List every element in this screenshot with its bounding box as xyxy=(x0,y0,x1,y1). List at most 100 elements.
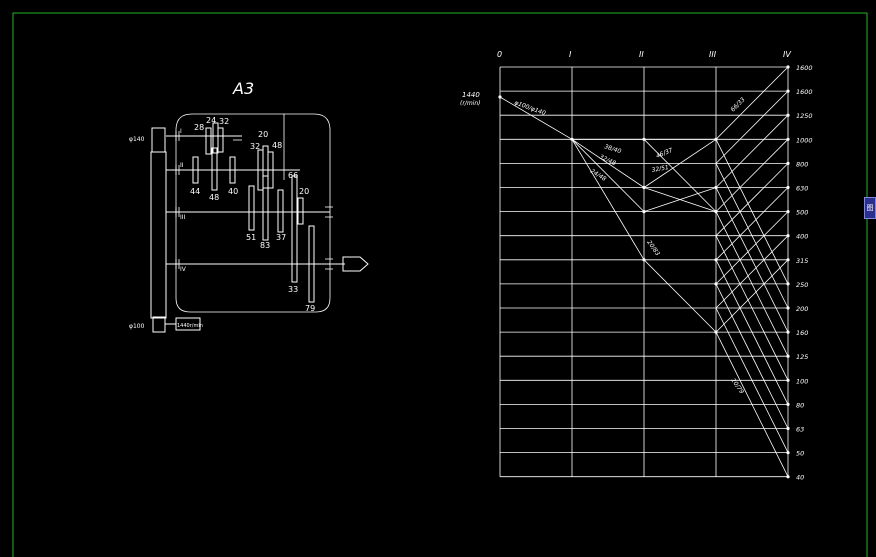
drawing-frame xyxy=(12,12,868,557)
svg-text:48: 48 xyxy=(209,193,219,202)
speed-node xyxy=(786,113,790,117)
sheet-title: A3 xyxy=(232,79,254,98)
svg-text:37: 37 xyxy=(276,233,286,242)
speed-value-labels: 1600160012501000800630500400315250200160… xyxy=(786,64,813,482)
shaft-axis-label: II xyxy=(639,50,644,59)
speed-node xyxy=(786,282,790,286)
speed-node xyxy=(786,402,790,406)
speed-node xyxy=(786,185,790,190)
belt-housing xyxy=(150,151,167,319)
svg-text:44: 44 xyxy=(190,187,200,196)
input-speed-label: 1440 xyxy=(462,91,480,99)
speed-node xyxy=(786,234,790,238)
speed-node xyxy=(786,306,790,310)
svg-text:32: 32 xyxy=(250,142,260,151)
svg-text:32: 32 xyxy=(219,117,229,126)
speed-value: 160 xyxy=(796,329,808,337)
gearbox-housing xyxy=(175,113,331,313)
side-panel-tab-label: 图 xyxy=(866,204,874,212)
transmission-line xyxy=(571,139,645,261)
transmission-line xyxy=(715,235,789,309)
spindle-nose xyxy=(342,256,369,272)
speed-grid xyxy=(499,66,789,478)
transmission-line xyxy=(715,114,789,188)
ratio-II-III-1: 46/37 xyxy=(655,147,674,160)
svg-text:51: 51 xyxy=(246,233,256,242)
transmission-line xyxy=(715,235,789,381)
bearings xyxy=(175,131,333,270)
speed-node xyxy=(786,354,790,358)
transmission-line xyxy=(715,283,789,429)
pulley-top xyxy=(151,127,166,153)
transmission-line xyxy=(643,187,717,212)
transmission-line xyxy=(499,96,573,140)
ratio-I-II-3: 24/48 xyxy=(589,168,608,183)
ratio-I-II-2: 32/48 xyxy=(598,153,617,167)
shaft-label-I: I xyxy=(180,128,182,135)
speed-node xyxy=(786,137,790,141)
pulley-bottom xyxy=(152,316,166,333)
speed-value: 1600 xyxy=(796,88,813,96)
speed-unit-label: (r/min) xyxy=(460,100,480,107)
transmission-line xyxy=(715,259,789,333)
speed-node xyxy=(786,258,790,262)
speed-node xyxy=(786,378,790,382)
transmission-line xyxy=(715,307,789,453)
speed-value: 500 xyxy=(796,209,808,217)
shaft-axis-label: I xyxy=(569,50,572,59)
transmission-line xyxy=(715,139,789,212)
speed-transmission-lines xyxy=(498,66,789,477)
transmission-line xyxy=(715,187,789,333)
speed-node xyxy=(786,475,790,479)
transmission-line xyxy=(571,139,645,212)
speed-node xyxy=(786,89,790,93)
speed-value: 1250 xyxy=(796,112,813,120)
transmission-line xyxy=(715,187,789,261)
svg-text:28: 28 xyxy=(194,123,204,132)
side-panel-tab[interactable]: 图 xyxy=(864,197,876,219)
svg-text:20: 20 xyxy=(299,187,309,196)
svg-text:24: 24 xyxy=(206,116,216,125)
transmission-line xyxy=(643,259,717,333)
speed-node xyxy=(786,451,790,455)
transmission-line xyxy=(715,163,789,309)
shaft-axis-label: 0 xyxy=(497,50,502,59)
speed-node xyxy=(786,426,790,431)
ratio-II-III-2: 32/51 xyxy=(651,164,669,174)
speed-value: 800 xyxy=(796,160,808,168)
svg-text:48: 48 xyxy=(272,141,282,150)
speed-node xyxy=(786,330,790,334)
transmission-line xyxy=(715,331,789,477)
speed-value: 400 xyxy=(796,233,808,241)
svg-text:40: 40 xyxy=(228,187,238,196)
transmission-line xyxy=(571,138,645,188)
transmission-line xyxy=(715,211,789,357)
speed-value: 40 xyxy=(796,474,804,482)
transmission-line xyxy=(715,259,789,405)
shaft-axis-label: III xyxy=(709,50,717,59)
speed-value: 1000 xyxy=(796,136,813,144)
ratio-II-III-3: 20/83 xyxy=(645,239,661,257)
speed-value: 250 xyxy=(796,281,808,289)
svg-text:83: 83 xyxy=(260,241,270,250)
transmission-line xyxy=(715,90,789,164)
shaft-label-III: III xyxy=(180,214,186,221)
transmission-line xyxy=(715,66,789,140)
gearbox-diagram: A3 φ140 φ100 1440r/min I II III IV xyxy=(129,79,369,333)
gears xyxy=(192,122,315,303)
transmission-line xyxy=(643,138,717,188)
speed-value: 80 xyxy=(796,401,804,409)
transmission-line xyxy=(643,139,717,212)
speed-value: 50 xyxy=(796,450,804,458)
speed-value: 100 xyxy=(796,377,808,385)
speed-value: 125 xyxy=(796,353,808,361)
shaft-axis-label: IV xyxy=(783,50,791,59)
shaft-label-II: II xyxy=(180,162,184,169)
speed-node xyxy=(786,161,790,165)
speed-node xyxy=(786,65,790,69)
speed-value: 315 xyxy=(796,257,808,265)
transmission-line xyxy=(715,163,789,236)
ratio-I-II-1: 38/40 xyxy=(603,143,622,155)
svg-text:20: 20 xyxy=(258,130,268,139)
